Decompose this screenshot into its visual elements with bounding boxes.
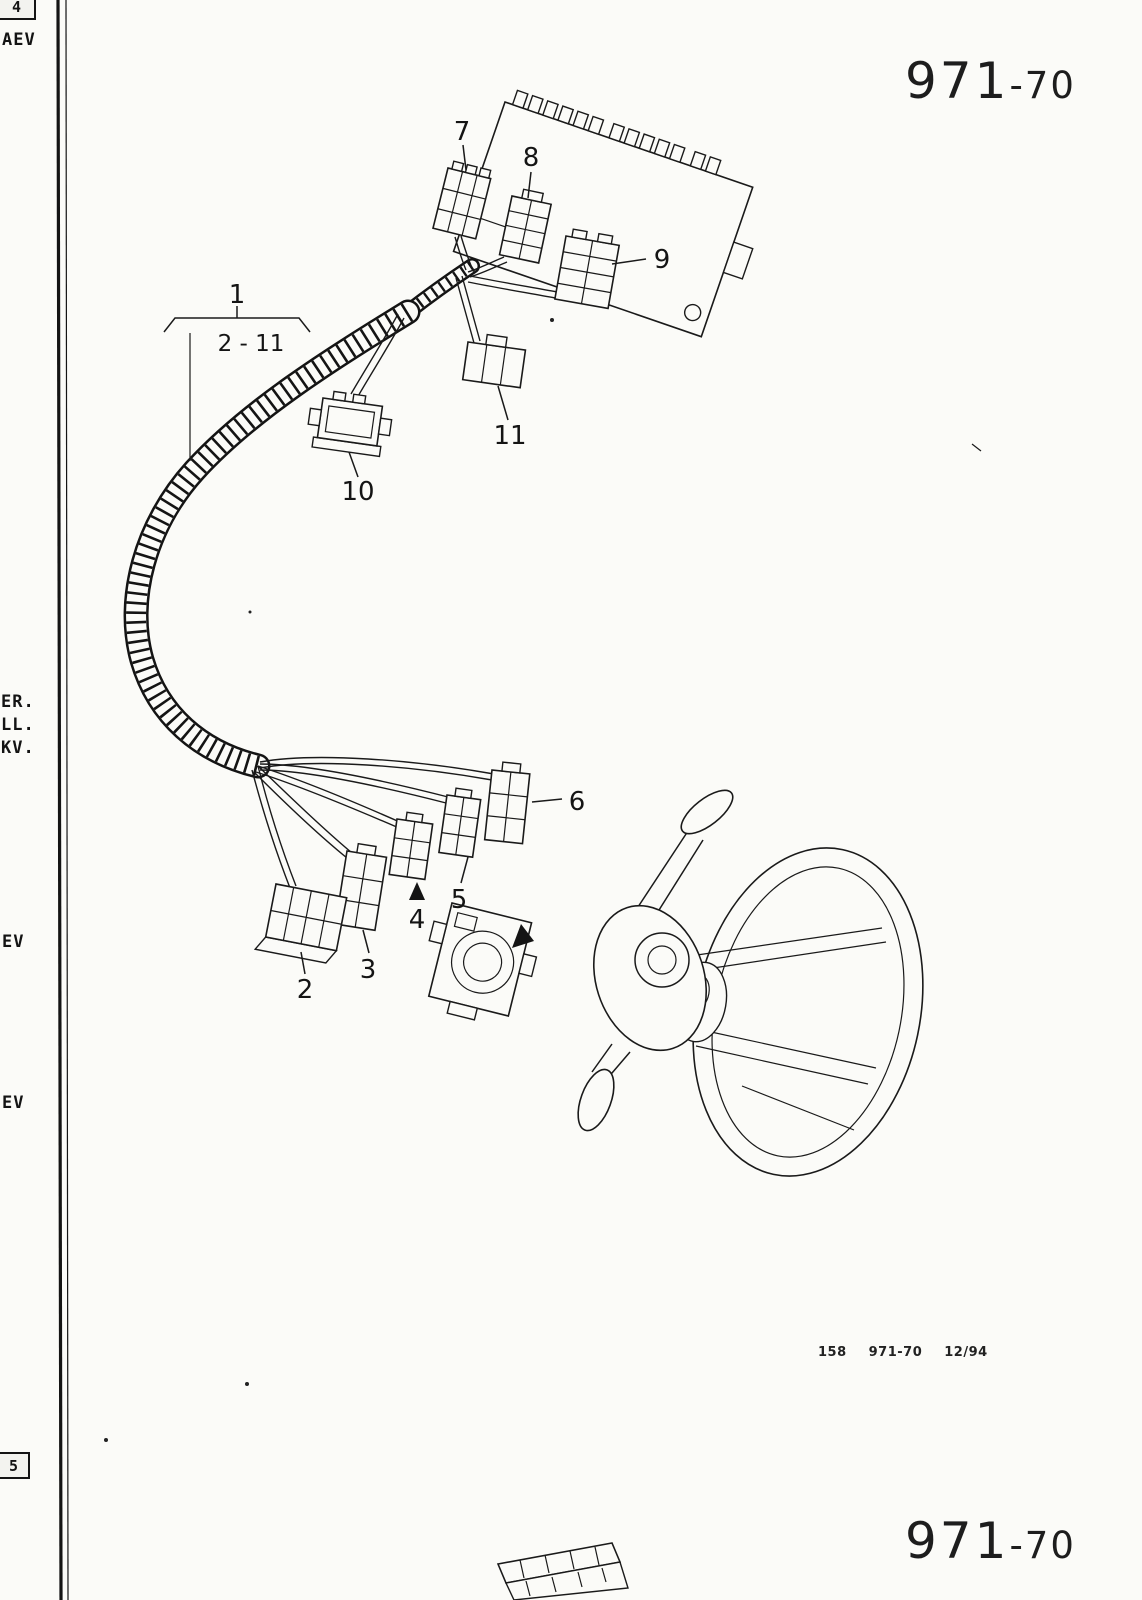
- switch-mounting-clamp: [427, 902, 538, 1021]
- steering-wheel-spokes: [695, 927, 887, 1131]
- footer-code: 971-70: [868, 1345, 923, 1360]
- connector-8: [498, 188, 553, 264]
- connector-10: [307, 390, 393, 458]
- steering-column-switch: [577, 789, 734, 1132]
- connector-4: [388, 811, 434, 881]
- page-number-code: 971: [905, 52, 1010, 110]
- callout-4-arrow: [409, 882, 425, 900]
- callout-10: 10: [341, 477, 374, 507]
- footer-date: 12/94: [944, 1345, 988, 1360]
- callout-6: 6: [569, 787, 586, 817]
- callout-group-1: 1 2 - 11: [163, 280, 311, 461]
- control-unit-box: [452, 89, 754, 338]
- scan-speckles: [104, 318, 982, 1442]
- page-number-bottom-code: 971: [905, 1512, 1010, 1570]
- footer-reference: 158 971-70 12/94: [818, 1345, 988, 1360]
- connector-11: [461, 333, 527, 389]
- harness-corrugated-tube: [123, 258, 480, 779]
- margin-label-ev-upper: EV: [2, 932, 25, 952]
- page-number-bottom-suffix: -70: [1009, 1524, 1076, 1567]
- steering-wheel: [672, 847, 924, 1177]
- margin-tab-top-label: 4: [11, 0, 22, 16]
- connector-9: [553, 228, 621, 310]
- margin-label-kv: KV.: [1, 738, 35, 758]
- connector-7: [432, 160, 492, 240]
- margin-label-ll: LL.: [1, 715, 35, 735]
- callout-9: 9: [654, 245, 671, 275]
- harness-wires-upper: [350, 235, 558, 399]
- callout-2: 2: [297, 975, 314, 1005]
- margin-label-er: ER.: [1, 692, 35, 712]
- margin-label-ev-lower: EV: [2, 1093, 25, 1113]
- page-number-header: 971 -70: [905, 52, 1076, 110]
- margin-tab-bottom: 5: [0, 1452, 30, 1479]
- callout-7: 7: [454, 117, 471, 147]
- page-number-suffix: -70: [1009, 64, 1076, 107]
- stalk-upper-knob: [680, 789, 734, 835]
- page-spine-lines: [56, 0, 69, 1600]
- page-number-bottom: 971 -70: [905, 1512, 1076, 1570]
- callout-3: 3: [360, 955, 377, 985]
- callout-1-label: 1: [229, 280, 246, 310]
- connector-6: [483, 761, 531, 845]
- callout-leaders: [300, 144, 647, 975]
- callout-8: 8: [523, 143, 540, 173]
- callout-numbers: 7 8 9 10 11 6 5 4 3 2: [297, 117, 671, 1005]
- margin-tab-bottom-label: 5: [8, 1456, 19, 1475]
- margin-label-aev: AEV: [2, 30, 36, 50]
- callout-5: 5: [451, 885, 468, 915]
- stalk-lower-knob: [577, 1068, 615, 1132]
- next-figure-partial: [496, 1542, 629, 1600]
- margin-tab-top: 4: [0, 0, 36, 20]
- connector-2: [253, 883, 348, 964]
- clamp-arrow-marker: [512, 924, 534, 948]
- callout-range-label: 2 - 11: [218, 331, 285, 357]
- footer-sheet: 158: [818, 1345, 847, 1360]
- harness-wires-lower: [251, 756, 495, 889]
- connector-5: [438, 787, 482, 859]
- callout-11: 11: [493, 421, 526, 451]
- switch-body: [592, 904, 708, 1052]
- callout-4: 4: [409, 905, 426, 935]
